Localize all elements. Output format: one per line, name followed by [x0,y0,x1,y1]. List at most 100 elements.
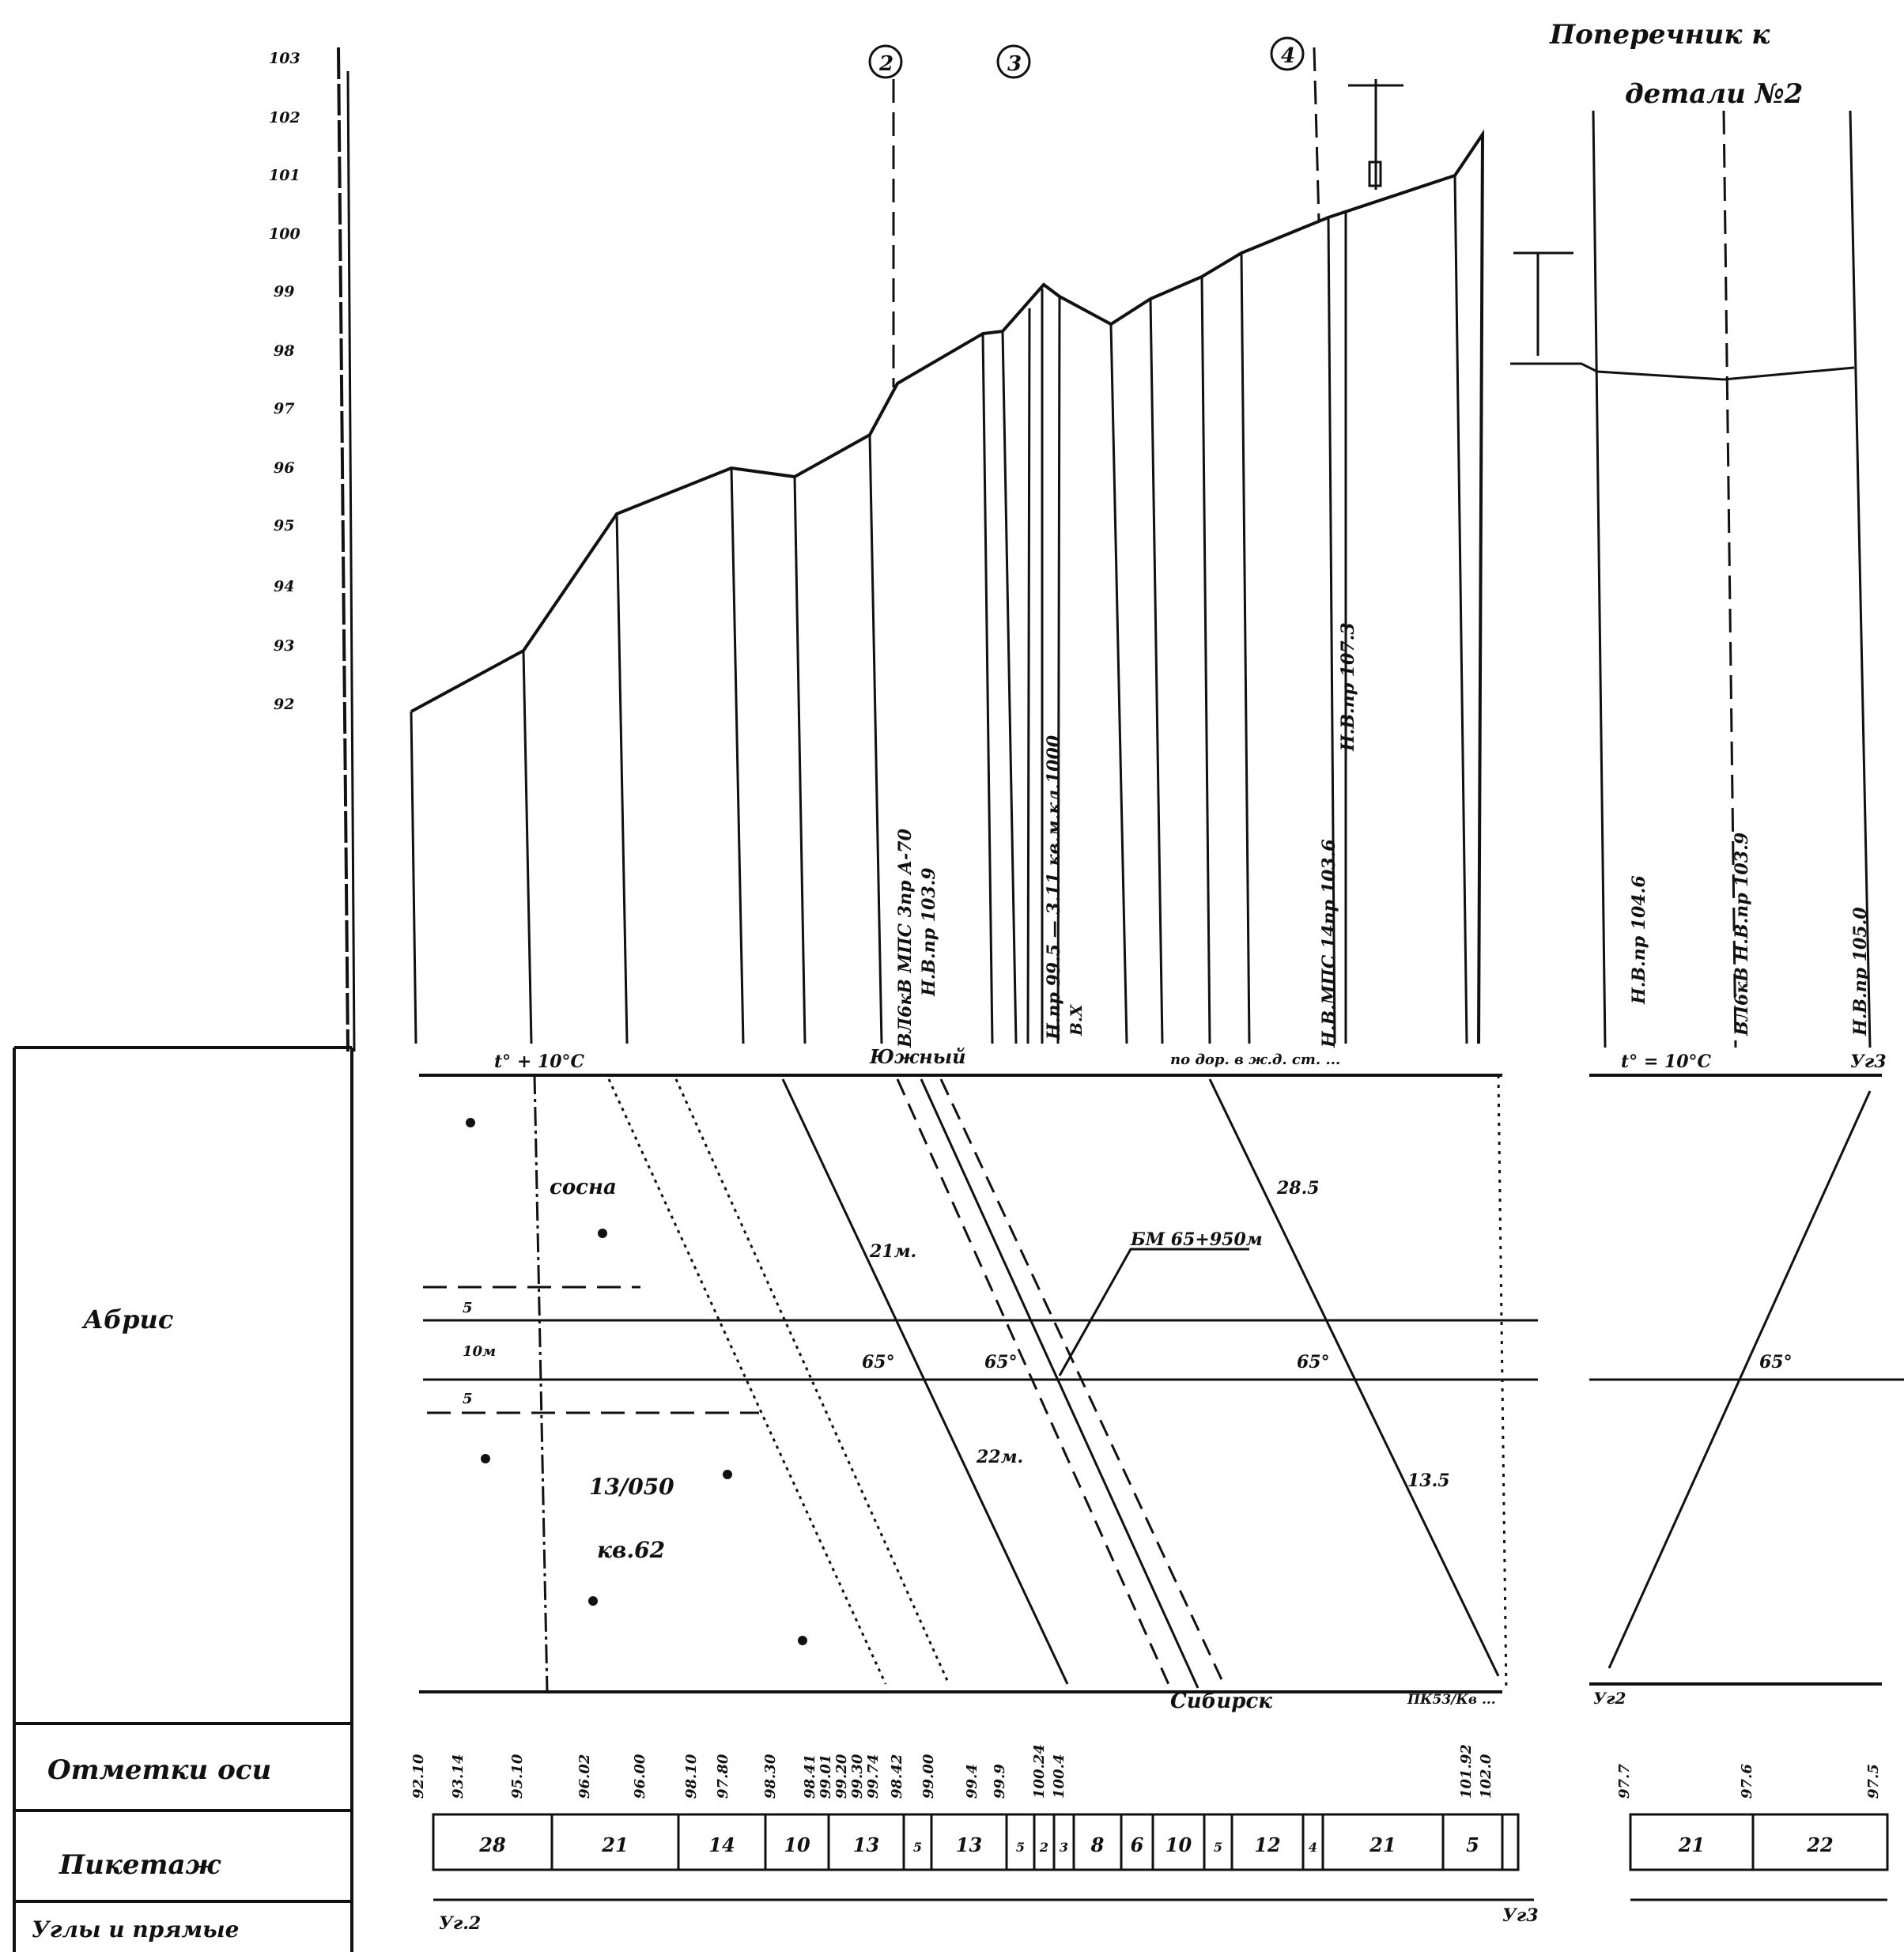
row-label-elevations: Отметки оси [47,1754,271,1786]
marker-3: 3 [1007,52,1022,76]
plan-note: 5 [463,1300,473,1316]
elevation-label: 95.10 [509,1754,526,1799]
plan-note: 22м. [976,1447,1023,1467]
tree-dots [466,1118,807,1645]
picket-value: 12 [1254,1833,1280,1856]
elevation-label: 98.30 [762,1754,779,1799]
picket-value: 3 [1060,1840,1068,1855]
plan-note: 28.5 [1276,1178,1320,1199]
plan-note: БМ 65+950м [1130,1229,1263,1250]
picket-value: 5 [1466,1833,1479,1856]
elevation-label: 99.01 [818,1754,834,1799]
road-label: Сибирск [1170,1690,1272,1713]
elevation-label: 99.74 [865,1754,882,1799]
scale-label: 93 [274,637,294,655]
scale-label: 97 [274,400,294,417]
picket-value: 14 [708,1833,735,1856]
elevation-label: 96.02 [576,1754,593,1799]
elevation-label: 92.10 [410,1754,427,1799]
row-label-abris: Абрис [81,1304,173,1335]
profile-note: ВЛ6кВ МПС 3пр А-70 [895,828,916,1048]
plan-note: 65° [984,1352,1018,1372]
row-label-pickets: Пикетаж [59,1849,221,1881]
side-note: Н.В.пр 104.6 [1629,875,1649,1005]
scale-label: 103 [269,50,300,67]
plan-note: 21м. [869,1241,916,1262]
picket-value: 21 [601,1833,628,1856]
scale-label: 101 [269,167,300,184]
marker-2: 2 [878,52,893,76]
scale-label: 95 [274,517,294,534]
elevation-label: 101.92 [1458,1744,1475,1799]
picket-value: 10 [784,1833,810,1856]
plan-note: 65° [1297,1352,1330,1372]
legend-table: Абрис Отметки оси Пикетаж Углы и прямые … [13,1046,1889,1952]
angle-end: Уг3 [1502,1905,1539,1926]
road-label: Уг2 [1593,1689,1626,1708]
scale-label: 102 [269,109,300,126]
plan-note: 5 [463,1391,473,1407]
road-label: ПК53/Кв ... [1407,1692,1496,1708]
title-line-1: Поперечник к [1549,19,1770,51]
angle-start: Уг.2 [439,1913,481,1934]
elevation-label: 98.10 [683,1754,700,1799]
plan-note: 10м [463,1343,496,1360]
elevation-label: 102.0 [1478,1754,1494,1799]
profile-note: В.Х [1067,1003,1086,1036]
picket-value: 13 [853,1833,879,1856]
scale-label: 96 [274,459,294,477]
elevation-label: 99.30 [849,1754,866,1799]
marker-4: 4 [1281,44,1295,68]
picket-strip [432,1813,1520,1871]
road-label: Уг3 [1850,1052,1887,1072]
scale-label: 100 [269,225,300,243]
elevation-label: 96.00 [632,1754,648,1799]
picket-value: 21 [1678,1833,1705,1856]
road-label: по дор. в ж.д. ст. ... [1170,1052,1340,1068]
picket-value: 2 [1039,1840,1048,1855]
picket-value: 5 [1016,1840,1025,1855]
side-note: Н.В.пр 105.0 [1850,907,1871,1036]
elevation-label: 99.9 [992,1764,1008,1799]
picket-value: 6 [1131,1833,1144,1856]
elevation-label: 99.4 [964,1764,980,1799]
elevation-label: 98.41 [802,1754,818,1799]
plan-note: 65° [862,1352,895,1372]
road-label: Южный [869,1045,966,1068]
elevation-scale: 103 102 101 100 99 98 97 96 95 94 93 92 [269,47,356,1052]
elevation-label: 98.42 [889,1754,905,1799]
profile-note: Н.В.пр 103.9 [919,867,939,997]
elevation-label: 99.00 [920,1754,937,1799]
profile-note: Н.пр 99.5 — 3.11 кв.м.кл.1000 [1044,734,1064,1040]
elevation-label: 97.7 [1616,1764,1633,1799]
elevation-label: 100.4 [1051,1754,1067,1799]
picket-value: 4 [1309,1840,1317,1855]
plan-view: t° + 10°C Южный по дор. в ж.д. ст. ... t… [419,1045,1904,1713]
road-label: t° + 10°C [494,1052,585,1072]
scale-label: 98 [274,342,294,360]
side-note: ВЛ6кВ Н.В.пр 103.9 [1732,833,1752,1036]
elevation-label: 97.80 [715,1754,731,1799]
main-profile: ВЛ6кВ МПС 3пр А-70 Н.В.пр 103.9 Н.пр 99.… [410,47,1485,1048]
picket-value: 8 [1090,1833,1105,1856]
picket-value: 21 [1369,1833,1396,1856]
scale-label: 94 [274,578,294,595]
picket-value: 5 [913,1840,922,1855]
picket-value: 28 [478,1833,506,1856]
picket-strip-side [1629,1813,1889,1871]
scale-label: 92 [274,696,294,713]
plan-note: 13.5 [1407,1471,1450,1491]
picket-value: 22 [1806,1833,1833,1856]
title-line-2: детали №2 [1625,78,1803,110]
elevation-label: 99.20 [833,1754,850,1799]
elevation-label: 97.6 [1739,1764,1755,1799]
picket-values-side: 21 22 [1678,1814,1889,1870]
plan-note: 65° [1759,1352,1793,1372]
row-label-angles: Углы и прямые [32,1916,239,1943]
plan-note: кв.62 [597,1537,665,1563]
scale-label: 99 [274,283,294,300]
road-label: t° = 10°C [1621,1052,1712,1072]
